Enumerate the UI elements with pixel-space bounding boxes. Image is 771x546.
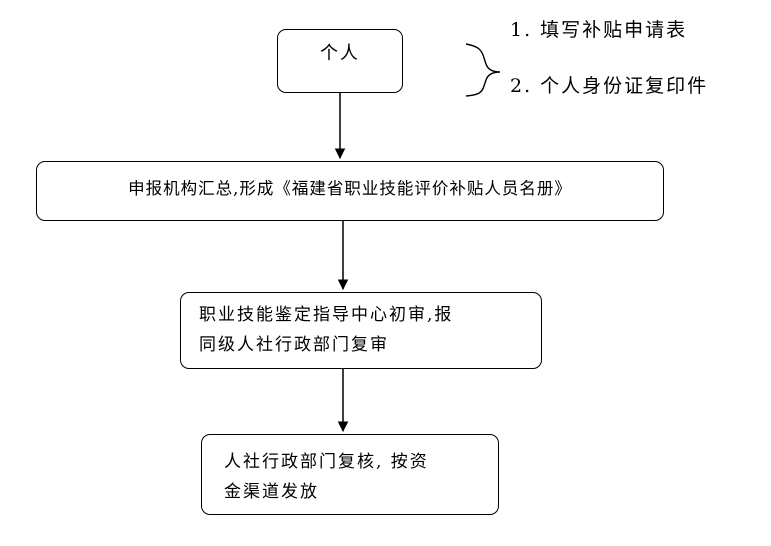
node-verify-line-1: 人社行政部门复核, 按资: [224, 452, 429, 472]
node-verify-and-pay: 人社行政部门复核, 按资 金渠道发放: [201, 434, 499, 515]
node-individual: 个人: [277, 29, 403, 93]
node-initial-review-line-2: 同级人社行政部门复审: [199, 335, 389, 355]
material-item-id-copy: 2. 个人身份证复印件: [510, 75, 709, 97]
node-summary: 申报机构汇总,形成《福建省职业技能评价补贴人员名册》: [36, 161, 664, 221]
node-initial-review: 职业技能鉴定指导中心初审,报 同级人社行政部门复审: [180, 292, 542, 369]
material-item-application-form: 1. 填写补贴申请表: [510, 19, 688, 41]
node-summary-label: 申报机构汇总,形成《福建省职业技能评价补贴人员名册》: [128, 179, 572, 198]
materials-brace: [465, 43, 501, 97]
node-initial-review-line-1: 职业技能鉴定指导中心初审,报: [199, 305, 454, 325]
node-verify-line-2: 金渠道发放: [224, 482, 319, 502]
node-individual-label: 个人: [320, 43, 360, 64]
